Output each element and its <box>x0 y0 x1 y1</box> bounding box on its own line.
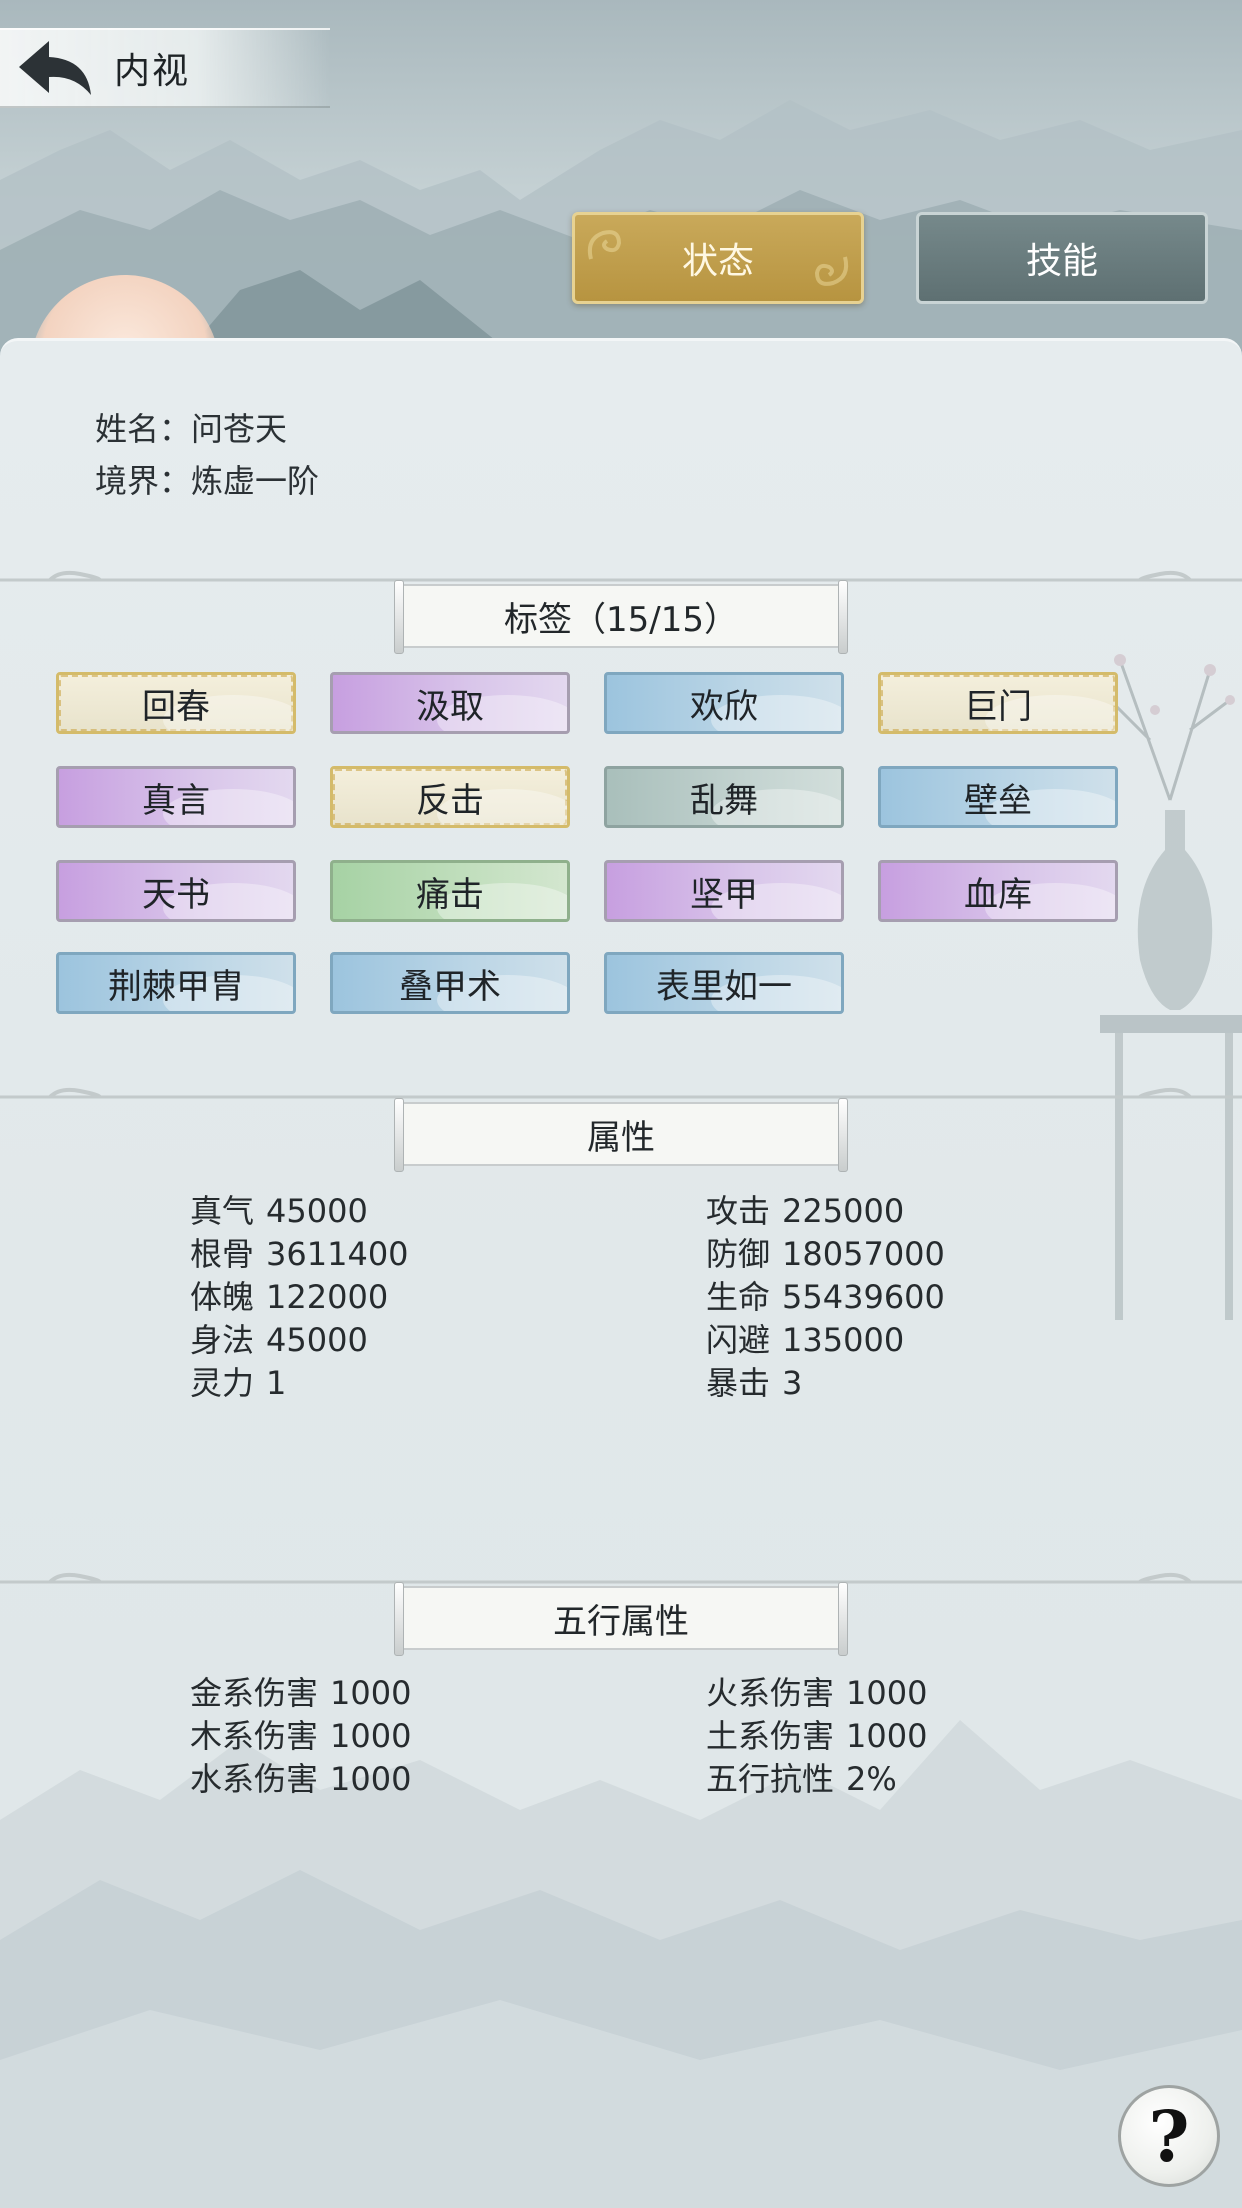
stat-row: 闪避 135000 <box>706 1315 904 1361</box>
tags-section-title: 标签（15/15） <box>394 580 848 654</box>
stat-row: 防御 18057000 <box>706 1229 945 1275</box>
stat-row: 暴击 3 <box>706 1358 802 1404</box>
stat-value: 1000 <box>330 1760 412 1798</box>
stat-value: 122000 <box>266 1278 389 1316</box>
section-divider <box>0 1087 1242 1099</box>
character-realm: 境界：炼虚一阶 <box>95 462 320 500</box>
stat-row: 根骨 3611400 <box>190 1229 409 1275</box>
stat-label: 根骨 <box>190 1235 255 1273</box>
stat-row: 土系伤害 1000 <box>706 1711 927 1757</box>
stat-value: 1000 <box>330 1717 412 1755</box>
tag-label: 荆棘甲胄 <box>108 966 244 1007</box>
tab-status[interactable]: 状态 <box>572 212 864 304</box>
stat-label: 防御 <box>706 1235 771 1273</box>
tag-label: 反击 <box>416 780 484 821</box>
stat-label: 水系伤害 <box>190 1760 319 1798</box>
stat-value: 3 <box>782 1364 803 1402</box>
stat-value: 225000 <box>782 1192 905 1230</box>
stat-label: 火系伤害 <box>706 1674 835 1712</box>
stat-label: 生命 <box>706 1278 771 1316</box>
stat-row: 身法 45000 <box>190 1315 368 1361</box>
cloud-swirl-icon <box>587 230 622 260</box>
attributes-section-title: 属性 <box>394 1098 848 1172</box>
back-arrow-icon[interactable] <box>10 33 100 103</box>
stat-label: 真气 <box>190 1192 255 1230</box>
section-divider <box>0 570 1242 582</box>
tag-label: 回春 <box>142 686 210 727</box>
tag-label: 欢欣 <box>690 686 758 727</box>
tag-label: 坚甲 <box>690 874 758 915</box>
tag-chip[interactable]: 血库 <box>878 860 1118 922</box>
stat-label: 身法 <box>190 1321 255 1359</box>
stat-label: 体魄 <box>190 1278 255 1316</box>
help-button[interactable]: ? <box>1118 2085 1220 2187</box>
tab-skills[interactable]: 技能 <box>916 212 1208 304</box>
stat-row: 生命 55439600 <box>706 1272 945 1318</box>
stat-row: 水系伤害 1000 <box>190 1754 411 1800</box>
tag-chip[interactable]: 回春 <box>56 672 296 734</box>
tag-chip[interactable]: 叠甲术 <box>330 952 570 1014</box>
tag-chip[interactable]: 壁垒 <box>878 766 1118 828</box>
stat-value: 55439600 <box>782 1278 945 1316</box>
elements-section-title: 五行属性 <box>394 1582 848 1656</box>
tag-label: 壁垒 <box>964 780 1032 821</box>
stat-row: 火系伤害 1000 <box>706 1668 927 1714</box>
tag-label: 巨门 <box>964 686 1032 727</box>
tag-label: 真言 <box>142 780 210 821</box>
tab-status-label: 状态 <box>681 241 754 282</box>
vase-and-table-decoration <box>1085 654 1242 1320</box>
stat-row: 木系伤害 1000 <box>190 1711 411 1757</box>
cloud-swirl-icon <box>814 256 849 286</box>
stat-value: 3611400 <box>266 1235 409 1273</box>
stat-label: 土系伤害 <box>706 1717 835 1755</box>
tag-chip[interactable]: 巨门 <box>878 672 1118 734</box>
stat-label: 闪避 <box>706 1321 771 1359</box>
stat-value: 2% <box>846 1760 897 1798</box>
stat-label: 木系伤害 <box>190 1717 319 1755</box>
stat-row: 灵力 1 <box>190 1358 286 1404</box>
stat-row: 攻击 225000 <box>706 1186 904 1232</box>
tag-chip[interactable]: 天书 <box>56 860 296 922</box>
tag-chip[interactable]: 荆棘甲胄 <box>56 952 296 1014</box>
stat-value: 1000 <box>846 1674 928 1712</box>
character-name: 姓名：问苍天 <box>95 410 288 448</box>
tag-label: 血库 <box>964 874 1032 915</box>
tag-chip[interactable]: 痛击 <box>330 860 570 922</box>
mountain-scenery-bottom <box>0 1720 1242 2208</box>
tag-chip[interactable]: 反击 <box>330 766 570 828</box>
stat-value: 45000 <box>266 1321 368 1359</box>
tab-skills-label: 技能 <box>1025 241 1098 282</box>
section-divider <box>0 1572 1242 1584</box>
stat-row: 金系伤害 1000 <box>190 1668 411 1714</box>
stat-value: 135000 <box>782 1321 905 1359</box>
tag-chip[interactable]: 乱舞 <box>604 766 844 828</box>
stat-label: 五行抗性 <box>706 1760 835 1798</box>
stat-row: 五行抗性 2% <box>706 1754 897 1800</box>
stat-label: 金系伤害 <box>190 1674 319 1712</box>
stat-value: 1 <box>266 1364 287 1402</box>
stat-value: 1000 <box>330 1674 412 1712</box>
tag-chip[interactable]: 表里如一 <box>604 952 844 1014</box>
tag-label: 痛击 <box>416 874 484 915</box>
tag-chip[interactable]: 坚甲 <box>604 860 844 922</box>
stat-value: 45000 <box>266 1192 368 1230</box>
stat-label: 攻击 <box>706 1192 771 1230</box>
tag-chip[interactable]: 汲取 <box>330 672 570 734</box>
tag-label: 天书 <box>142 874 210 915</box>
tag-label: 乱舞 <box>690 780 758 821</box>
stat-value: 1000 <box>846 1717 928 1755</box>
stat-label: 暴击 <box>706 1364 771 1402</box>
page-title: 内视 <box>114 51 191 92</box>
tag-label: 叠甲术 <box>399 966 501 1007</box>
tag-chip[interactable]: 真言 <box>56 766 296 828</box>
tag-label: 表里如一 <box>656 966 792 1007</box>
stat-row: 真气 45000 <box>190 1186 368 1232</box>
tag-label: 汲取 <box>416 686 484 727</box>
stat-value: 18057000 <box>782 1235 945 1273</box>
header-bar: 内视 <box>0 28 330 108</box>
stat-row: 体魄 122000 <box>190 1272 388 1318</box>
tag-chip[interactable]: 欢欣 <box>604 672 844 734</box>
stat-label: 灵力 <box>190 1364 255 1402</box>
